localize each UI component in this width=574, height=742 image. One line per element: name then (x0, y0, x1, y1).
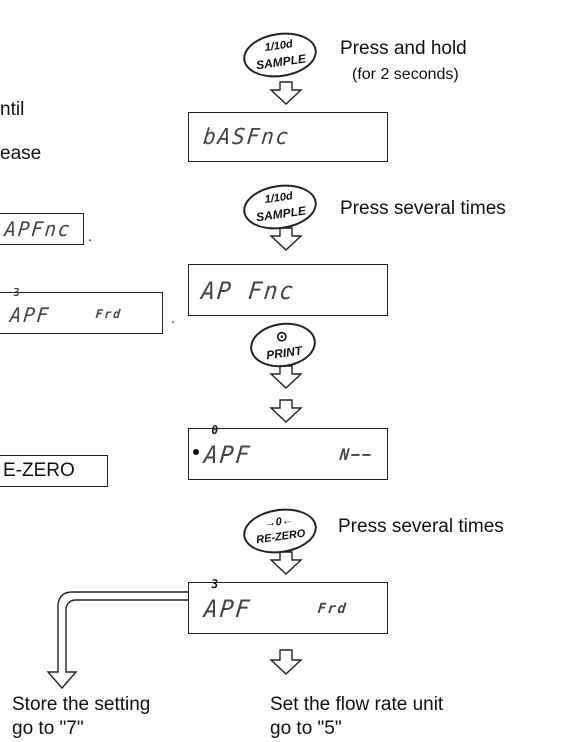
basfnc-display: bASFnc (188, 112, 388, 162)
branch-arrow-left (46, 591, 188, 690)
rezero-fragment-text: E-ZERO (3, 460, 75, 481)
stable-dot-icon (193, 449, 199, 455)
fragment-release: ease (0, 143, 42, 164)
apf-mode-unit: N−− (338, 445, 374, 464)
apfnc-display-inline: APFnc (0, 213, 84, 245)
ap-fnc-display-text: AP Fnc (200, 277, 297, 305)
basfnc-display-text: bASFnc (202, 125, 292, 150)
rezero-text-box: E-ZERO (0, 455, 108, 487)
down-arrow-icon (269, 81, 303, 105)
set-flow-unit-text: Set the flow rate unit (270, 694, 444, 715)
fragment-until: ntil (0, 99, 25, 120)
store-setting-text: Store the setting (12, 694, 151, 715)
apf-frd-display: 3 APF Frd (188, 577, 388, 634)
apf-frd-display-inline: 3 APF Frd (0, 286, 163, 334)
period-mark: . (88, 228, 92, 244)
press-several-text-2: Press several times (338, 516, 504, 537)
set-goto-text: go to "5" (270, 718, 342, 739)
down-arrow-icon (269, 551, 303, 575)
ap-fnc-display: AP Fnc (188, 264, 388, 316)
down-arrow-icon (269, 649, 303, 675)
apf-mode-main: APF (202, 441, 253, 469)
store-goto-text: go to "7" (12, 718, 84, 739)
press-several-text-1: Press several times (340, 198, 506, 219)
apf-mode-digit: 0 (210, 423, 221, 437)
down-arrow-icon (269, 227, 303, 251)
apf-frd-main: APF (202, 595, 253, 623)
press-hold-note: (for 2 seconds) (352, 66, 459, 83)
down-arrow-icon (269, 365, 303, 389)
period-mark: . (171, 310, 175, 326)
apf-mode-display: 0 APF N−− (188, 423, 388, 480)
apf-frd-digit: 3 (210, 577, 221, 591)
down-arrow-icon (269, 399, 303, 423)
apf-frd-unit: Frd (316, 601, 349, 617)
press-hold-text: Press and hold (340, 38, 467, 59)
